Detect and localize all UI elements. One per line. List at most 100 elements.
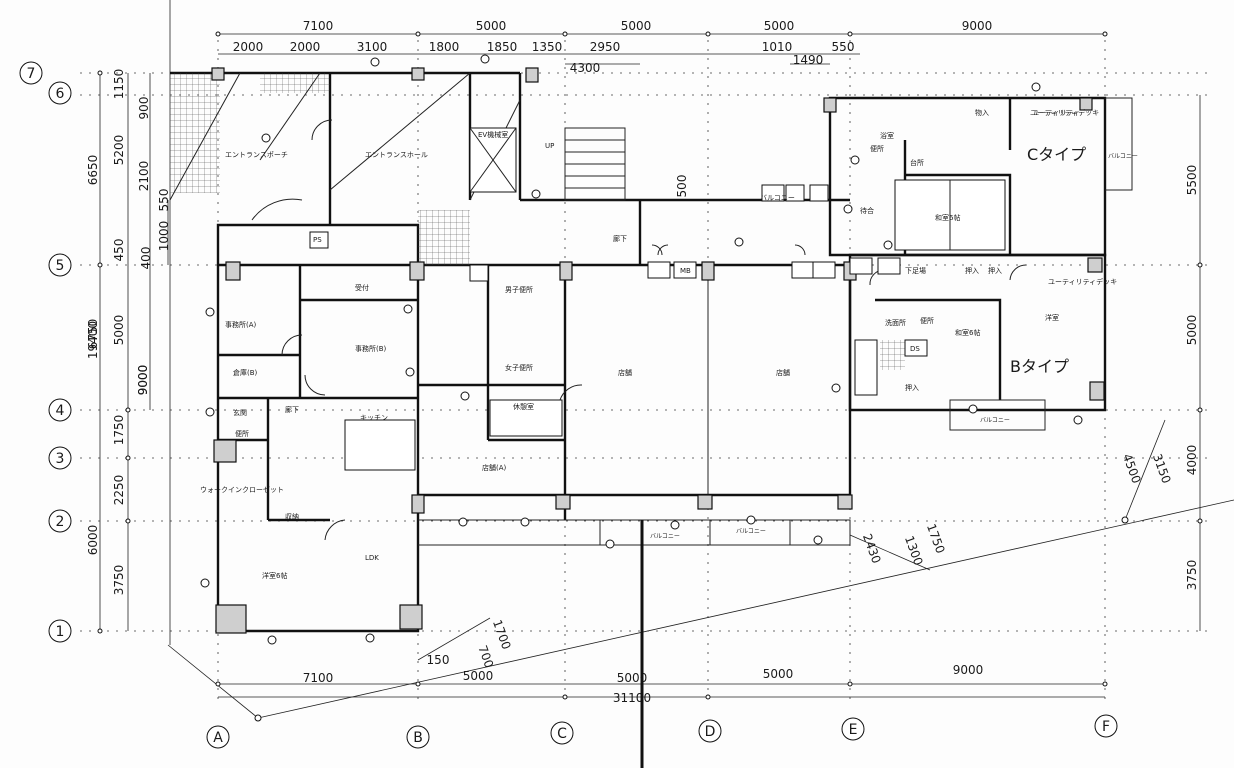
- axis-5: 5: [56, 258, 65, 274]
- room-utility: ユーティリティ: [1032, 109, 1080, 117]
- room-genkan: 玄関: [233, 408, 247, 417]
- axis-c: C: [557, 726, 567, 742]
- right-dim-3: 4000: [1185, 445, 1199, 476]
- bottom-dim-2: 5000: [463, 669, 494, 683]
- room-kitchen-b: キッチン: [360, 414, 388, 422]
- axis-7: 7: [27, 66, 36, 82]
- room-bath: 浴室: [880, 131, 894, 140]
- room-toilet2: 便所: [920, 316, 934, 325]
- room-corridor: 廊下: [613, 234, 627, 243]
- bottom-dim-1: 7100: [303, 671, 334, 685]
- left-dim-3: 9000: [136, 365, 150, 396]
- unit-c-label: Cタイプ: [1027, 145, 1086, 164]
- balcony-1: バルコニー: [1108, 153, 1138, 160]
- top-dim-5: 9000: [962, 19, 993, 33]
- axis-e: E: [849, 722, 858, 738]
- room-entrance-hall: エントランスホール: [365, 151, 428, 159]
- room-warehouse-b: 倉庫(B): [233, 368, 258, 377]
- left-mid-12: 3750: [112, 565, 126, 596]
- room-ut-c: ユーティリティデッキ: [1030, 108, 1099, 117]
- room-storage4: 押入: [905, 383, 919, 392]
- room-storage5: 押入: [988, 266, 1002, 275]
- diag-dim-2: 3150: [1150, 452, 1174, 485]
- top-dim2-9: 550: [832, 40, 855, 54]
- dimension-lines: [97, 0, 1234, 722]
- axis-b: B: [413, 730, 423, 746]
- room-japanese-c: 和室6帖: [935, 213, 960, 222]
- bottom-dim-4: 5000: [763, 667, 794, 681]
- room-lounge: 休憩室: [513, 402, 534, 411]
- axis-d: D: [705, 724, 716, 740]
- axis-bubbles-rows: 7 6 5 4 3 2 1: [19, 61, 72, 643]
- room-b: 下足場: [905, 266, 926, 275]
- room-toilet: 便所: [235, 429, 249, 438]
- room-western: 洋室6帖: [262, 571, 287, 580]
- top-dim2-7: 2950: [590, 40, 621, 54]
- ventilation-symbols: [200, 54, 1083, 645]
- top-dimensions: 7100 5000 5000 5000 9000 2000 2000 3100 …: [233, 19, 993, 75]
- room-store-c: 店舗: [776, 368, 790, 377]
- balcony-2: バルコニー: [980, 417, 1010, 424]
- axis-f: F: [1102, 719, 1110, 735]
- room-labels: エントランスポーチ エントランスホール EV機械室 UP 廊下 事務所(A) 事…: [200, 108, 1117, 580]
- room-women-wc: 女子便所: [505, 363, 533, 372]
- top-dim-4: 5000: [764, 19, 795, 33]
- room-men-wc: 男子便所: [505, 285, 533, 294]
- axis-a: A: [213, 730, 223, 746]
- left-mid-8: 6750: [86, 319, 100, 350]
- utility-boxes: [309, 127, 1006, 471]
- top-dim2-5: 1850: [487, 40, 518, 54]
- room-up: UP: [545, 142, 554, 150]
- left-mid-6: 1000: [157, 221, 171, 252]
- room-japanese-b: 和室6帖: [955, 328, 980, 337]
- top-dim2-4: 1800: [429, 40, 460, 54]
- right-dim-1: 5500: [1185, 165, 1199, 196]
- columns: [211, 67, 1105, 634]
- top-dim2-2: 2000: [290, 40, 321, 54]
- room-storage: 収納: [285, 512, 299, 521]
- top-dim2-8: 1010: [762, 40, 793, 54]
- unit-b-label: Bタイプ: [1010, 357, 1069, 376]
- room-storage2: 物入: [975, 108, 989, 117]
- left-inner-1: 400: [139, 247, 153, 270]
- diag-dim-8: 150: [427, 653, 450, 667]
- left-mid-10: 1750: [112, 415, 126, 446]
- axis-2: 2: [56, 514, 65, 530]
- door-swings: [251, 119, 1027, 541]
- right-dim-2: 5000: [1185, 315, 1199, 346]
- room-storage3: 押入: [965, 266, 979, 275]
- room-ev: EV機械室: [478, 130, 508, 139]
- unit-type-tags: Cタイプ Bタイプ: [1010, 145, 1086, 376]
- axis-bubbles-columns: A B C D E F: [206, 714, 1118, 749]
- left-dimensions: 6650 19400 9000 6000 1150 900 5200 2100 …: [86, 69, 171, 596]
- diagonal-hatch: [169, 72, 521, 201]
- building-walls: [170, 71, 1133, 633]
- top-dim-1: 7100: [303, 19, 334, 33]
- room-ldk: LDK: [365, 554, 379, 562]
- misc-dim-1: 500: [675, 175, 689, 198]
- top-dim3-2: 1490: [793, 53, 824, 67]
- room-mb: MB: [680, 267, 691, 275]
- room-kitchen: 台所: [910, 158, 924, 167]
- left-mid-11: 2250: [112, 475, 126, 506]
- diag-dim-3: 1750: [924, 522, 948, 555]
- room-stairs-c: バルコニー: [760, 194, 795, 202]
- room-ps: PS: [313, 236, 322, 244]
- left-dim-1: 6650: [86, 155, 100, 186]
- bottom-dim-3: 5000: [617, 671, 648, 685]
- diag-dim-7: 700: [475, 643, 496, 669]
- left-mid-1: 1150: [112, 69, 126, 100]
- room-ds: DS: [910, 345, 920, 353]
- top-dim-3: 5000: [621, 19, 652, 33]
- room-reception: 受付: [355, 283, 369, 292]
- room-wash: 洗面所: [885, 318, 906, 327]
- left-inner-2: 5000: [112, 315, 126, 346]
- balcony-labels: バルコニー バルコニー バルコニー バルコニー: [650, 153, 1138, 540]
- left-dim-4: 6000: [86, 525, 100, 556]
- left-mid-4: 2100: [137, 161, 151, 192]
- room-office-b: 事務所(B): [355, 344, 387, 353]
- room-office-a: 事務所(A): [225, 320, 257, 329]
- left-mid-3: 5200: [112, 135, 126, 166]
- room-ut-b: ユーティリティデッキ: [1048, 277, 1117, 286]
- room-store-b: 店舗: [618, 368, 632, 377]
